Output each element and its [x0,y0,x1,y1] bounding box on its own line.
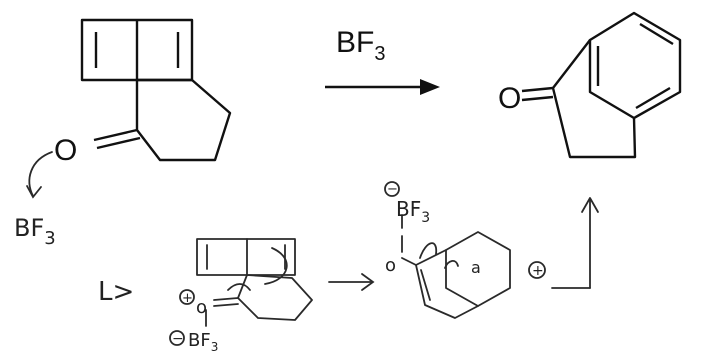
product [521,11,682,159]
product-carbonyl-b [521,95,554,102]
sketch-bicycle [196,238,296,276]
product-oxygen-label: O [498,82,521,115]
five-membered-ring [551,39,637,159]
complex-oxygen: o [196,297,207,318]
main-reaction-arrow [325,79,440,95]
intermediate-oxygen: o [385,255,396,276]
complex-boron-label: BF3 [188,330,218,352]
benzene-ring [588,11,682,120]
electron-push-arrow [227,283,251,291]
curved-electron-arrow [264,247,288,285]
step-arrow-sketch: L> [98,277,134,307]
aromatic-double-1 [639,22,674,46]
ring-closure-arrow [419,242,438,259]
start-oxygen-label: O [54,134,77,167]
plus-charge: + [182,291,193,306]
cationic-intermediate [384,181,599,319]
aromatic-symbol: a [471,258,481,277]
lewis-acid-label: BF3 [14,214,56,249]
product-carbonyl-a [521,86,554,93]
handwritten-attack-arrow [26,151,53,199]
carbonyl-bond-b [96,136,141,150]
boron-minus-charge: − [387,182,398,197]
cation-plus: + [532,263,544,279]
aromatic-double-2 [635,86,671,110]
complexed-intermediate [169,238,313,346]
reagent-label: BF3 [336,26,385,65]
carbonyl-bond-a [93,128,138,142]
starting-material [80,18,232,162]
handwritten-arrow-2 [328,273,375,291]
cyclopentanone-ring [135,78,232,162]
minus-charge: − [172,331,184,347]
intermediate-boron-label: BF3 [396,197,430,226]
